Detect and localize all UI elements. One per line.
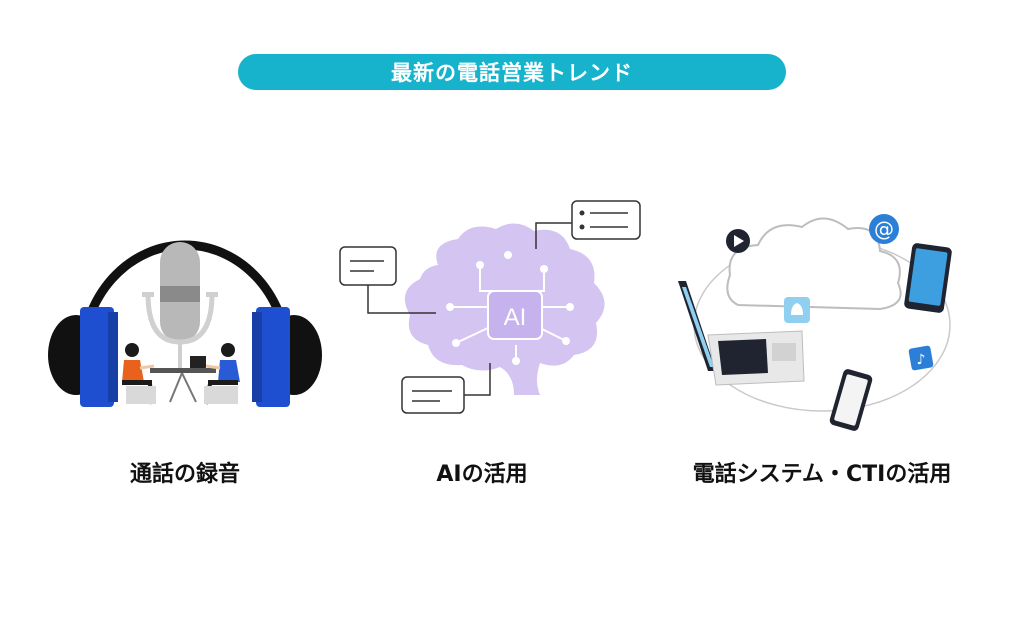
cloud-devices-icon: @ ♪ (678, 214, 952, 431)
caption-call-recording: 通話の録音 (129, 462, 240, 487)
ai-brain-icon: AI (339, 200, 641, 414)
caption-cti-usage: 電話システム・CTIの活用 (692, 462, 952, 487)
svg-text:@: @ (874, 217, 894, 241)
headphones-podcast-icon (48, 240, 322, 407)
svg-text:♪: ♪ (917, 352, 926, 368)
page-title: 最新の電話営業トレンド (238, 54, 786, 90)
caption-ai-usage: AIの活用 (436, 462, 528, 487)
ai-chip-label: AI (504, 304, 527, 331)
